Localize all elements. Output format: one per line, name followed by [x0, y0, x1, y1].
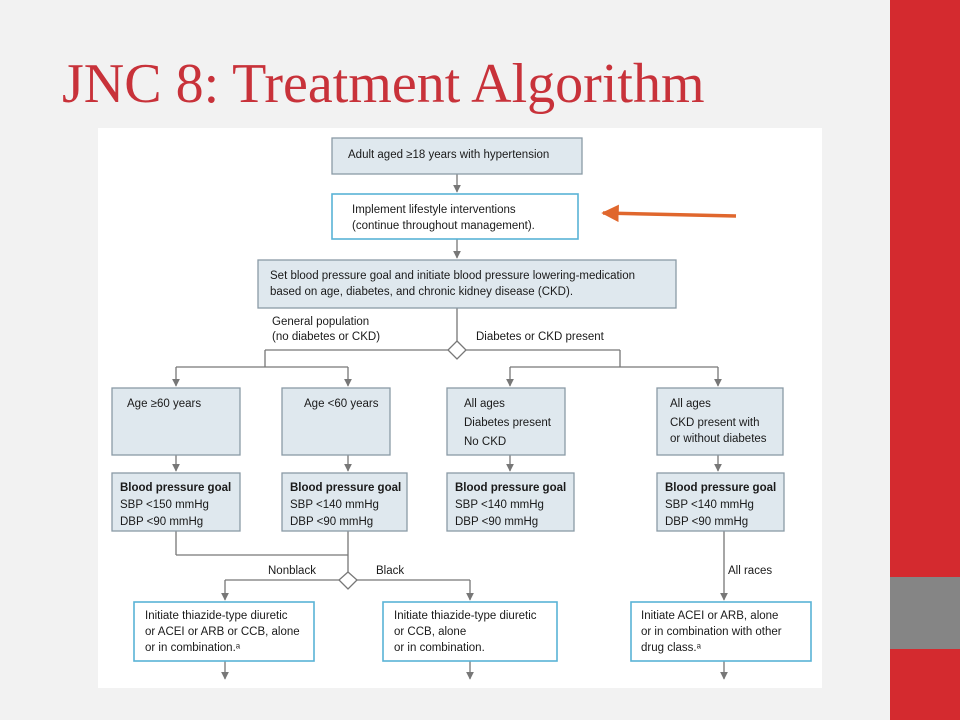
bp-goal-title: Blood pressure goal: [290, 482, 401, 494]
branch-label-diabetes-ckd: Diabetes or CKD present: [476, 331, 605, 343]
bp-goal-sbp: SBP <140 mmHg: [455, 499, 544, 511]
race-label-nonblack: Nonblack: [268, 565, 316, 577]
treatment-text: or in combination with other: [641, 626, 782, 638]
bp-goal-box-ckd: Blood pressure goal SBP <140 mmHg DBP <9…: [656, 472, 785, 532]
treatment-box-black: Initiate thiazide-type diuretic or CCB, …: [382, 601, 558, 662]
lifestyle-text-line2: (continue throughout management).: [352, 220, 535, 232]
bp-goal-title: Blood pressure goal: [120, 482, 231, 494]
bp-goal-title: Blood pressure goal: [455, 482, 566, 494]
bp-goal-sbp: SBP <150 mmHg: [120, 499, 209, 511]
flowchart-panel: Adult aged ≥18 years with hypertension I…: [98, 128, 822, 688]
race-label-black: Black: [376, 565, 404, 577]
start-box: Adult aged ≥18 years with hypertension: [331, 137, 583, 175]
bp-goal-title: Blood pressure goal: [665, 482, 776, 494]
treatment-text: Initiate thiazide-type diuretic: [394, 610, 537, 622]
group-text: Diabetes present: [464, 417, 552, 429]
decision-diamond-population: [447, 340, 467, 360]
decision-diamond-race: [338, 571, 358, 590]
group-box-ckd: All ages CKD present with or without dia…: [656, 387, 784, 456]
treatment-box-nonblack: Initiate thiazide-type diuretic or ACEI …: [133, 601, 315, 662]
group-text: All ages: [464, 398, 505, 410]
bp-goal-box-age-under-60: Blood pressure goal SBP <140 mmHg DBP <9…: [281, 472, 408, 532]
goal-setting-text-line1: Set blood pressure goal and initiate blo…: [270, 270, 635, 282]
bp-goal-dbp: DBP <90 mmHg: [455, 516, 538, 528]
treatment-text: or in combination.: [394, 642, 485, 654]
bp-goal-dbp: DBP <90 mmHg: [120, 516, 203, 528]
group-text: or without diabetes: [670, 433, 767, 445]
race-label-all-races: All races: [728, 565, 772, 577]
treatment-text: drug class.ᵃ: [641, 642, 702, 654]
branch-label-general-line2: (no diabetes or CKD): [272, 331, 380, 343]
treatment-text: or ACEI or ARB or CCB, alone: [145, 626, 300, 638]
goal-setting-text-line2: based on age, diabetes, and chronic kidn…: [270, 286, 573, 298]
start-text: Adult aged ≥18 years with hypertension: [348, 149, 549, 161]
group-box-age-under-60: Age <60 years: [281, 387, 391, 456]
group-text: Age <60 years: [304, 398, 379, 410]
group-text: Age ≥60 years: [127, 398, 201, 410]
slide-title: JNC 8: Treatment Algorithm: [62, 53, 705, 115]
group-text: No CKD: [464, 436, 506, 448]
goal-setting-box: Set blood pressure goal and initiate blo…: [257, 259, 677, 309]
flowchart-diagram: Adult aged ≥18 years with hypertension I…: [111, 137, 812, 680]
treatment-text: or CCB, alone: [394, 626, 466, 638]
branch-label-general-line1: General population: [272, 316, 369, 328]
bp-goal-dbp: DBP <90 mmHg: [665, 516, 748, 528]
bp-goal-box-diabetes: Blood pressure goal SBP <140 mmHg DBP <9…: [446, 472, 575, 532]
lifestyle-box: Implement lifestyle interventions (conti…: [331, 193, 579, 240]
group-box-diabetes: All ages Diabetes present No CKD: [446, 387, 566, 456]
lifestyle-text-line1: Implement lifestyle interventions: [352, 204, 516, 216]
bp-goal-sbp: SBP <140 mmHg: [290, 499, 379, 511]
group-box-age-60-plus: Age ≥60 years: [111, 387, 241, 456]
treatment-text: Initiate thiazide-type diuretic: [145, 610, 288, 622]
group-text: All ages: [670, 398, 711, 410]
treatment-text: or in combination.ᵃ: [145, 642, 241, 654]
treatment-box-ckd: Initiate ACEI or ARB, alone or in combin…: [630, 601, 812, 662]
bp-goal-box-age-60-plus: Blood pressure goal SBP <150 mmHg DBP <9…: [111, 472, 241, 532]
sidebar-accent-gray: [890, 577, 960, 649]
bp-goal-dbp: DBP <90 mmHg: [290, 516, 373, 528]
treatment-text: Initiate ACEI or ARB, alone: [641, 610, 778, 622]
flowchart-connectors: [172, 174, 728, 680]
bp-goal-sbp: SBP <140 mmHg: [665, 499, 754, 511]
highlight-arrow: [601, 204, 737, 223]
group-text: CKD present with: [670, 417, 759, 429]
